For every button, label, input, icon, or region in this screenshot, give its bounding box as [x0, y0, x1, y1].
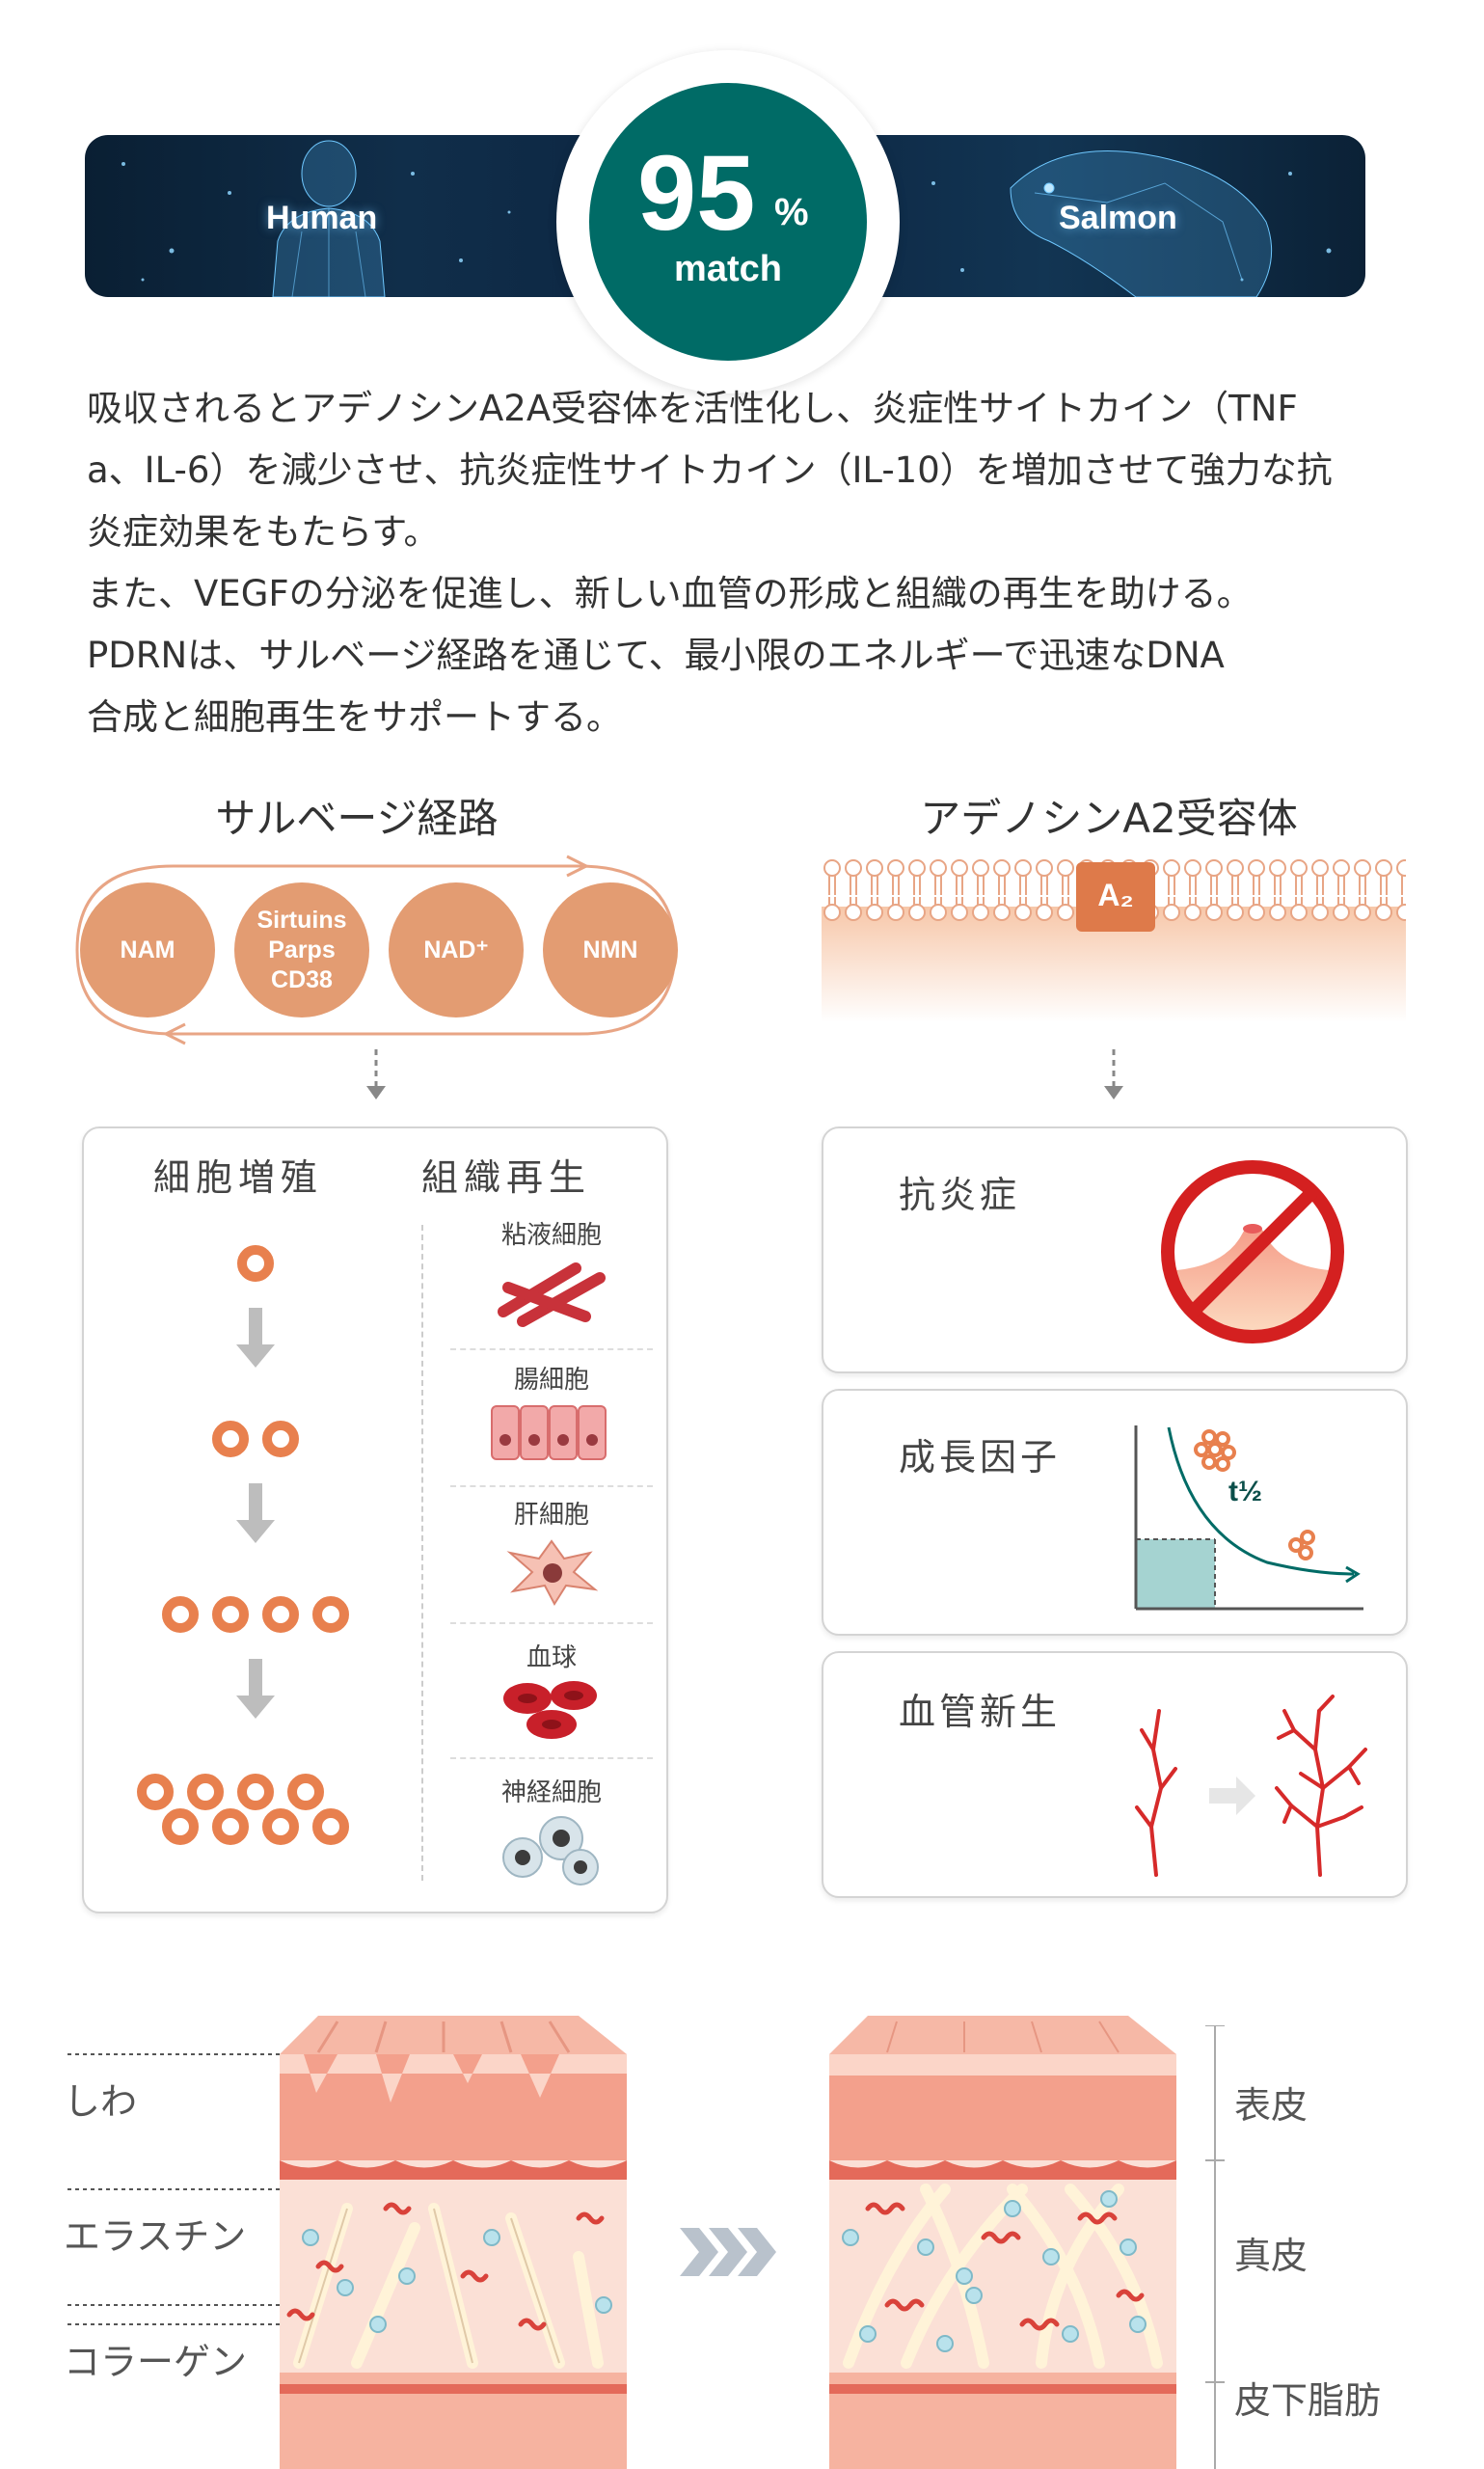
description-line: また、VEGFの分泌を促進し、新しい血管の形成と組織の再生を助ける。 [87, 573, 1253, 614]
down-arrow-icon [366, 1049, 386, 1099]
nerve-cell-icon [502, 1816, 599, 1886]
angiogenesis-title: 血管新生 [899, 1691, 1062, 1733]
half-life-label: t½ [1228, 1476, 1263, 1507]
chevron-arrows-icon [680, 2228, 776, 2276]
human-label: Human [266, 200, 378, 236]
node-nmn: NMN [543, 882, 678, 1017]
intestinal-cell-icon [491, 1405, 607, 1460]
anti-inflammation-title: 抗炎症 [899, 1174, 1021, 1216]
angiogenesis-box: 血管新生 [822, 1651, 1408, 1898]
salvage-cycle-arrow [75, 855, 677, 1045]
tissue-label-intestinal: 腸細胞 [513, 1366, 589, 1395]
tissue-label-mucus: 粘液細胞 [500, 1221, 602, 1250]
anti-inflammation-box: 抗炎症 [822, 1126, 1408, 1373]
salvage-result-box: 細胞増殖 組織再生 粘液細胞 腸細胞 肝細胞 血球 [82, 1126, 668, 1913]
proliferation-title: 細胞増殖 [153, 1156, 324, 1199]
description-line: 合成と細胞再生をサポートする。 [87, 696, 622, 738]
description-line: a、IL-6）を減少させ、抗炎症性サイトカイン（IL-10）を増加させて強力な抗 [87, 449, 1333, 491]
description-line: PDRNは、サルベージ経路を通じて、最小限のエネルギーで迅速なDNA [87, 635, 1225, 676]
description-text: 吸収されるとアデノシンA2A受容体を活性化し、炎症性サイトカイン（TNF a、I… [87, 378, 1379, 748]
node-nam: NAM [80, 882, 215, 1017]
percent-sign: % [774, 191, 809, 233]
cell-membrane-diagram [822, 849, 1406, 1022]
down-arrow-icon [1104, 1049, 1123, 1099]
description-line: 炎症効果をもたらす。 [87, 511, 440, 553]
layer-bracket [1205, 2025, 1225, 2469]
subcutaneous-fat-label: 皮下脂肪 [1234, 2379, 1382, 2422]
match-percentage: 95 [637, 134, 756, 253]
tissue-label-liver: 肝細胞 [513, 1501, 589, 1530]
tissue-label-nerve: 神経細胞 [500, 1778, 602, 1807]
skin-before-diagram [67, 2016, 627, 2469]
human-silhouette-icon [272, 140, 386, 297]
salvage-title: サルベージ経路 [215, 795, 499, 842]
growth-factor-box: 成長因子 t½ [822, 1389, 1408, 1636]
growth-factor-title: 成長因子 [899, 1436, 1062, 1479]
match-label: match [674, 249, 782, 289]
salmon-silhouette-icon [1010, 150, 1273, 297]
description-line: 吸収されるとアデノシンA2A受容体を活性化し、炎症性サイトカイン（TNF [87, 388, 1298, 429]
no-inflammation-icon [1161, 1160, 1344, 1343]
liver-cell-icon [506, 1539, 599, 1606]
collagen-label: コラーゲン [64, 2341, 248, 2383]
tissue-label-blood: 血球 [526, 1643, 577, 1672]
half-life-graph [1134, 1425, 1363, 1611]
wrinkle-label: しわ [64, 2080, 138, 2123]
blood-cell-icon [503, 1681, 597, 1739]
network-background [121, 140, 1332, 297]
mucus-cell-icon [498, 1262, 606, 1327]
epidermis-label: 表皮 [1234, 2084, 1309, 2127]
skin-after-diagram [829, 2016, 1176, 2469]
vessel-growth-icon [1135, 1695, 1367, 1877]
match-badge: 95 % match [589, 83, 867, 361]
cell-division-diagram [137, 1245, 349, 1845]
regeneration-title: 組織再生 [421, 1156, 592, 1199]
node-nad: NAD⁺ [389, 882, 524, 1017]
dermis-label: 真皮 [1234, 2235, 1309, 2277]
elastin-label: エラスチン [64, 2215, 247, 2258]
adenosine-title: アデノシンA2受容体 [920, 795, 1298, 842]
salmon-label: Salmon [1059, 200, 1177, 236]
receptor-label: A₂ [1097, 878, 1134, 912]
